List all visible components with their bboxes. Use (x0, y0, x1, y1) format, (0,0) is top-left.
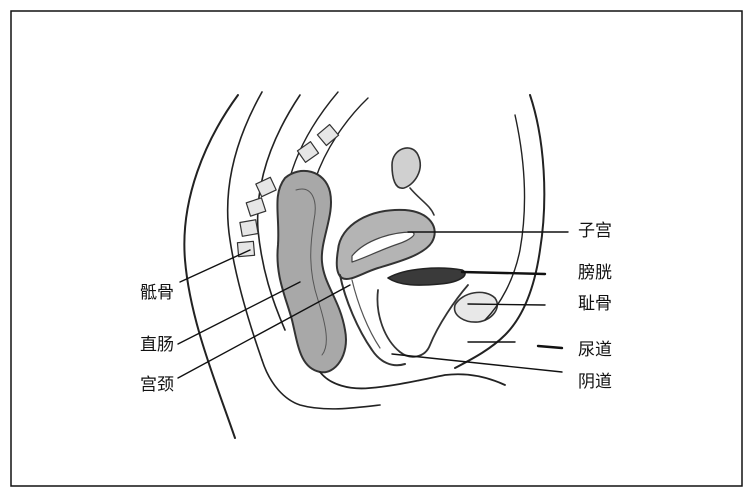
label-uterus: 子宫 (578, 223, 612, 240)
leader-sacrum (180, 250, 250, 282)
perineum-outline (320, 372, 505, 388)
anatomy-illustration (184, 92, 544, 438)
label-pubis: 耻骨 (578, 296, 612, 313)
label-sacrum: 骶骨 (140, 285, 174, 302)
ovary-shape (392, 148, 420, 188)
vagina-inner (352, 280, 380, 348)
label-bladder: 膀胱 (578, 265, 612, 282)
leader-pubis (468, 304, 545, 305)
leader-bladder (462, 272, 545, 274)
bladder-wall (377, 285, 468, 357)
abdomen-inner-outline (485, 115, 525, 320)
label-rectum: 直肠 (140, 337, 174, 354)
cervix-vagina-shape (340, 275, 405, 365)
pubic-bone-shape (455, 292, 498, 322)
back-outline (184, 95, 238, 438)
leader-rectum (178, 282, 300, 344)
label-cervix: 宫颈 (140, 377, 174, 394)
leader-urethra-b (538, 346, 562, 348)
label-vagina: 阴道 (578, 374, 612, 391)
bladder-shape (388, 268, 465, 285)
label-urethra: 尿道 (578, 342, 612, 359)
